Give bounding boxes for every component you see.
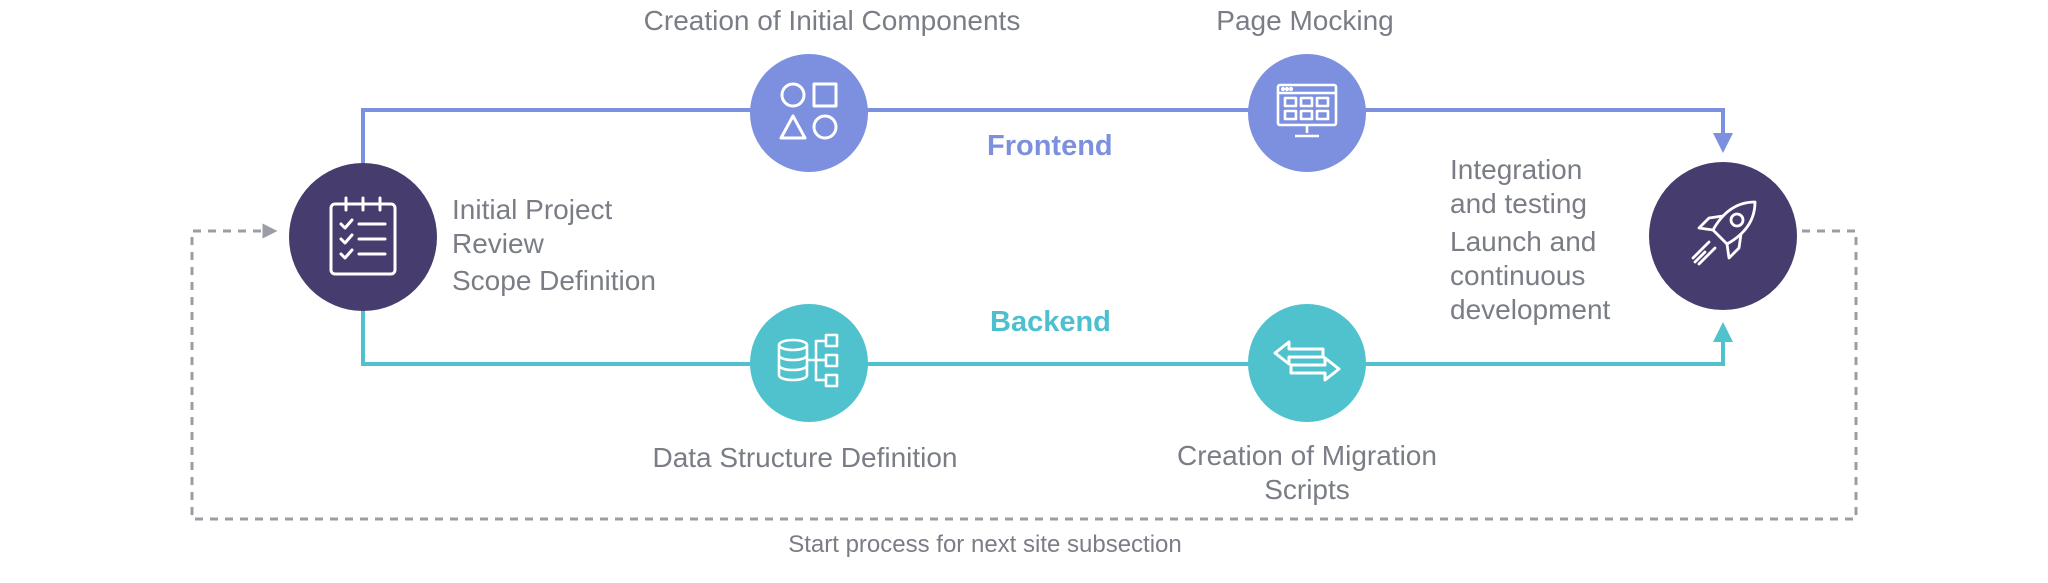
page-mocking-label: Page Mocking <box>1216 5 1394 36</box>
migration-label: Creation of Migration Scripts <box>1177 440 1437 505</box>
data-structure-node <box>750 304 868 422</box>
checklist-icon <box>328 194 398 281</box>
frontend-label: Frontend <box>987 130 1113 162</box>
components-node <box>750 54 868 172</box>
initial-review-node <box>289 163 437 311</box>
frontend-track-line <box>361 108 1733 165</box>
page-mocking-node <box>1248 54 1366 172</box>
shapes-icon <box>777 79 841 148</box>
monitor-grid-icon <box>1275 82 1339 145</box>
loop-label: Start process for next site subsection <box>788 531 1182 558</box>
database-structure-icon <box>776 331 842 396</box>
backend-label: Backend <box>990 306 1111 338</box>
components-label: Creation of Initial Components <box>643 5 1021 36</box>
migration-node <box>1248 304 1366 422</box>
backend-track-line <box>361 310 1733 366</box>
swap-arrows-icon <box>1273 339 1341 388</box>
initial-review-text: Initial Project Review Scope Definition <box>452 194 656 296</box>
data-structure-label: Data Structure Definition <box>652 442 958 473</box>
integration-text: Integration and testing Launch and conti… <box>1450 154 1611 325</box>
launch-node <box>1649 162 1797 310</box>
loop-back-line <box>190 223 1858 521</box>
rocket-icon <box>1685 196 1761 277</box>
